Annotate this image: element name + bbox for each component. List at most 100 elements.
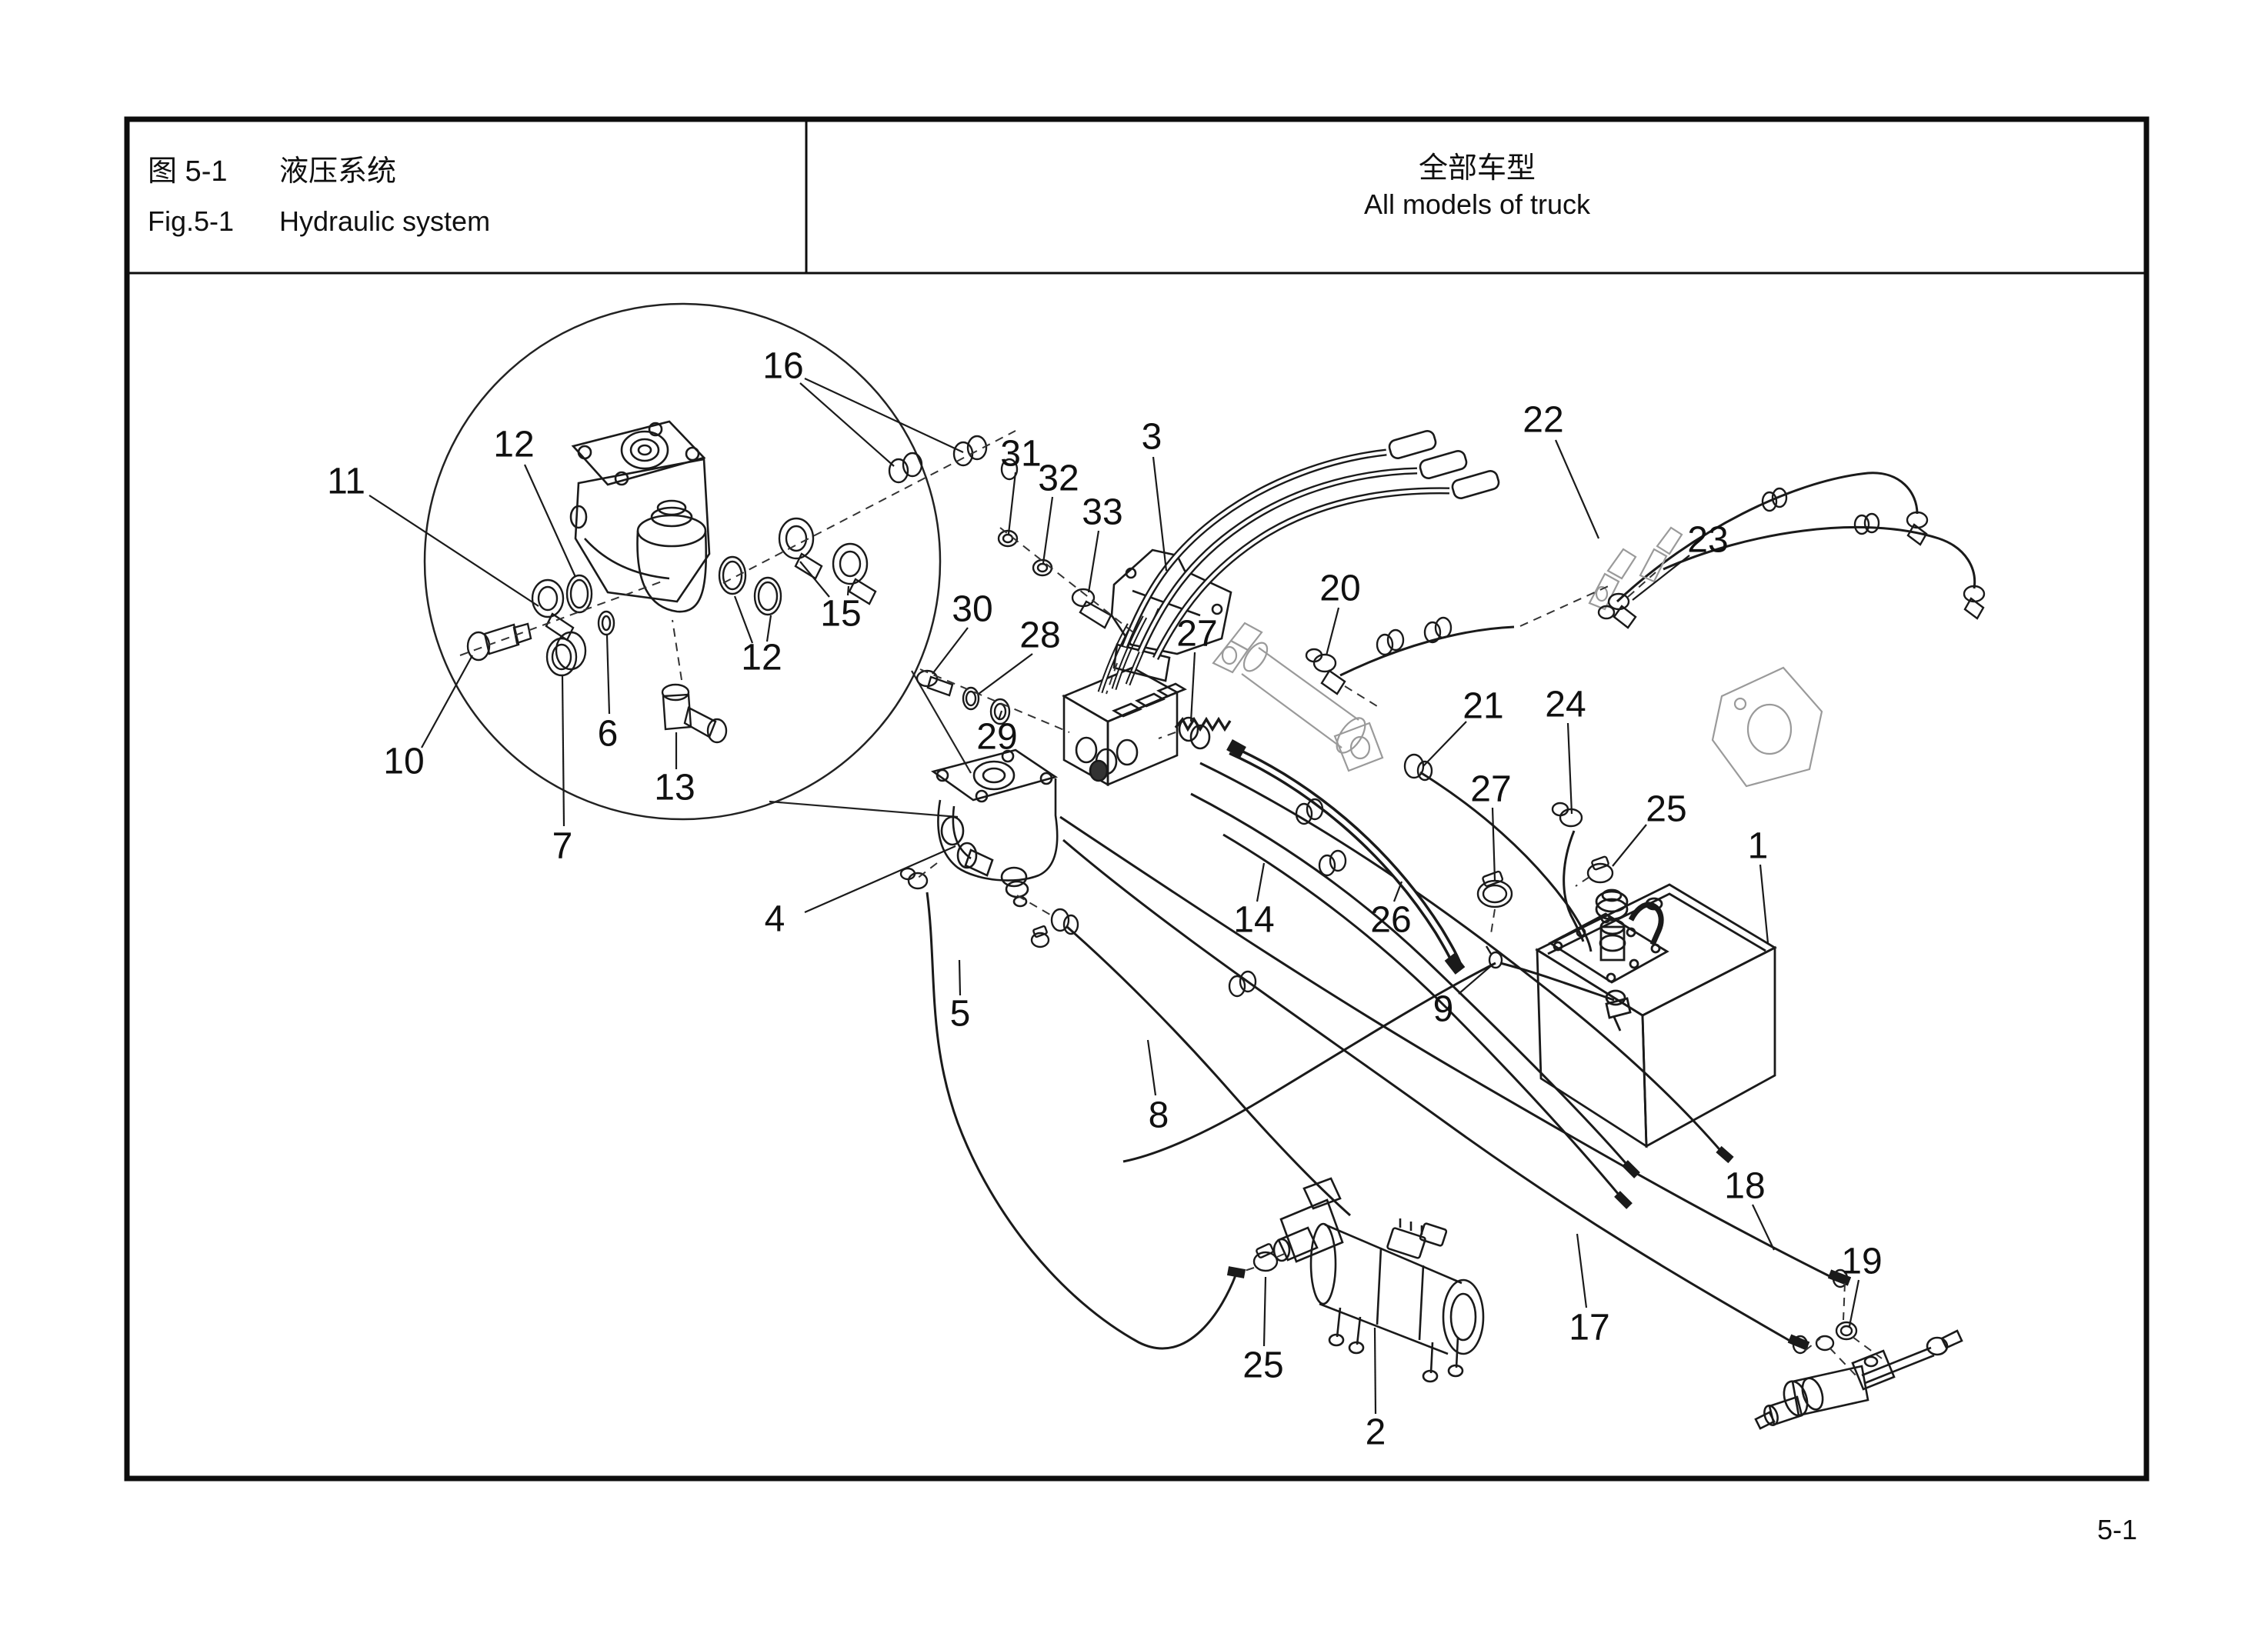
callout-23: 23 xyxy=(1687,520,1728,561)
callout-leader-12 xyxy=(733,595,754,644)
callout-20: 20 xyxy=(1319,568,1360,609)
callout-2: 2 xyxy=(1366,1412,1386,1453)
callout-leader-6 xyxy=(605,635,611,715)
callout-27: 27 xyxy=(1470,769,1511,810)
callout-9: 9 xyxy=(1433,989,1454,1030)
hoses xyxy=(926,472,1976,1351)
callout-leader-22 xyxy=(1554,439,1600,539)
callout-leader-25 xyxy=(1262,1276,1267,1347)
pump-fittings-left xyxy=(466,574,728,744)
callout-5: 5 xyxy=(950,994,971,1035)
callout-leader-5 xyxy=(958,959,962,996)
callout-leader-27 xyxy=(1189,652,1196,722)
callout-11: 11 xyxy=(327,462,365,502)
callout-leader-19 xyxy=(1848,1279,1860,1327)
figure-title-en: Hydraulic system xyxy=(279,205,491,237)
callout-leader-16 xyxy=(804,378,964,453)
callout-leader-14 xyxy=(1256,862,1266,902)
callout-17: 17 xyxy=(1569,1308,1609,1348)
callout-leader-12 xyxy=(523,464,577,578)
relief-spring xyxy=(1174,716,1232,732)
callout-leader-7 xyxy=(561,675,565,827)
callout-25: 25 xyxy=(1242,1345,1283,1386)
callout-leader-25 xyxy=(1612,824,1647,867)
callout-leader-27 xyxy=(1491,807,1496,881)
callout-12: 12 xyxy=(493,425,534,465)
callout-leader-26 xyxy=(1392,881,1403,902)
callout-leader-12 xyxy=(765,615,772,642)
applicability-cn: 全部车型 xyxy=(1418,152,1536,185)
callout-leader-3 xyxy=(1152,456,1168,572)
callout-leader-9 xyxy=(1458,964,1493,995)
callout-leader-30 xyxy=(932,627,969,675)
callout-22: 22 xyxy=(1523,400,1563,441)
clevis-ghost xyxy=(1588,526,1683,611)
callout-leader-4 xyxy=(804,845,956,914)
callout-leader-8 xyxy=(1146,1039,1157,1096)
control-valve xyxy=(1062,666,1211,787)
callout-28: 28 xyxy=(1019,615,1060,656)
callout-leader-24 xyxy=(1566,722,1573,815)
callout-33: 33 xyxy=(1082,492,1122,533)
callout-3: 3 xyxy=(1142,417,1162,458)
figure-title-cn: 液压系统 xyxy=(279,155,397,188)
callouts: 1234567891011121213141516171819202122232… xyxy=(327,346,1883,1453)
pump-motor-assembly xyxy=(1272,1177,1485,1383)
callout-leader-16 xyxy=(799,382,895,467)
hose-fittings xyxy=(899,487,1986,1355)
callout-leader-21 xyxy=(1423,721,1467,767)
callout-7: 7 xyxy=(552,826,573,867)
anchor-bracket-ghost xyxy=(1711,666,1823,788)
tilt-cylinder-ghost xyxy=(1212,622,1384,772)
callout-leader-15 xyxy=(846,585,850,596)
applicability-en: All models of truck xyxy=(1363,188,1591,220)
callout-12: 12 xyxy=(741,638,782,678)
callout-13: 13 xyxy=(654,768,695,808)
callout-leader-11 xyxy=(369,495,539,607)
callout-21: 21 xyxy=(1463,686,1503,727)
callout-leader-2 xyxy=(1373,1327,1377,1415)
steering-cylinder xyxy=(1754,1329,1963,1430)
callout-27: 27 xyxy=(1176,614,1217,655)
callout-19: 19 xyxy=(1841,1242,1882,1282)
callout-1: 1 xyxy=(1748,826,1769,867)
callout-31: 31 xyxy=(1000,434,1041,475)
callout-18: 18 xyxy=(1724,1166,1765,1207)
callout-10: 10 xyxy=(383,742,424,782)
callout-8: 8 xyxy=(1149,1095,1169,1136)
callout-leader-23 xyxy=(1632,555,1690,601)
callout-4: 4 xyxy=(765,899,785,940)
callout-leader-18 xyxy=(1752,1204,1775,1251)
pump-fittings-right xyxy=(718,435,1019,616)
callout-leader-17 xyxy=(1576,1233,1588,1308)
callout-leader-33 xyxy=(1087,530,1100,593)
callout-leader-31 xyxy=(1007,472,1017,535)
callout-24: 24 xyxy=(1545,685,1586,725)
callout-leader-15 xyxy=(799,561,830,598)
valve-pipes xyxy=(1097,608,1163,694)
lever-tubes xyxy=(1121,430,1500,661)
alignment-lines xyxy=(459,430,1883,1379)
callout-32: 32 xyxy=(1038,458,1079,499)
hydraulic-tank xyxy=(1535,883,1777,1148)
steering-unit xyxy=(930,748,1059,908)
callout-26: 26 xyxy=(1370,900,1411,941)
gear-pump xyxy=(569,420,711,613)
callout-leader-29 xyxy=(997,710,1003,721)
callout-leader-28 xyxy=(978,653,1033,695)
valve-mounting-hardware xyxy=(916,529,1112,725)
callout-leader-20 xyxy=(1325,607,1340,656)
detail-circle xyxy=(423,302,972,821)
figure-number-cn: 图 5-1 xyxy=(148,155,228,188)
figure-number-en: Fig.5-1 xyxy=(148,205,235,237)
callout-leader-1 xyxy=(1759,864,1769,944)
page-frame xyxy=(124,116,2150,1482)
page-number: 5-1 xyxy=(2097,1514,2138,1545)
callout-29: 29 xyxy=(976,717,1017,758)
callout-16: 16 xyxy=(762,346,803,387)
callout-leader-10 xyxy=(421,655,473,748)
callout-14: 14 xyxy=(1233,900,1274,941)
callout-25: 25 xyxy=(1646,789,1686,830)
